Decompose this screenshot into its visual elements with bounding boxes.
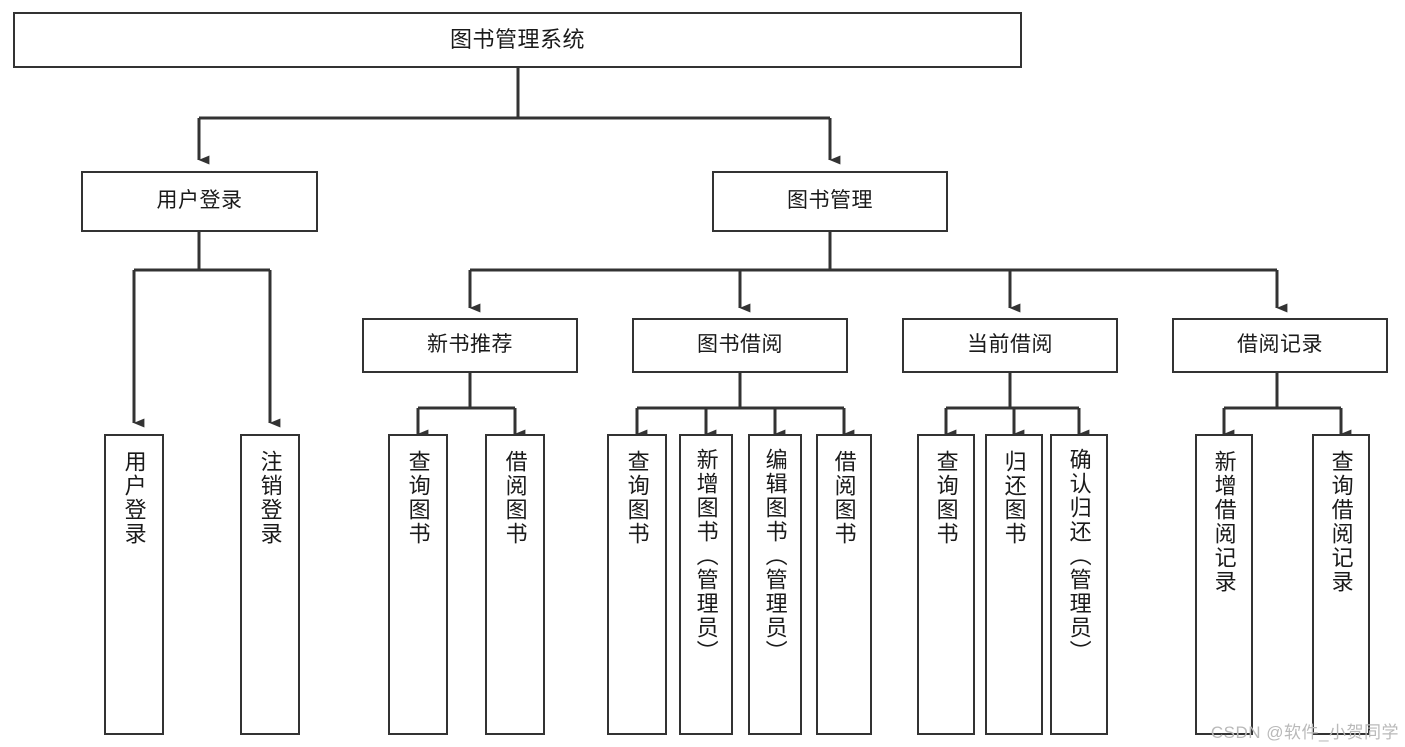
node-label: 借阅图书	[502, 450, 528, 546]
leaf-edit-book-admin[interactable]: 编辑图书（管理员）	[748, 434, 802, 735]
csdn-watermark: CSDN @软件_小贺同学	[1210, 723, 1399, 742]
leaf-add-book-admin[interactable]: 新增图书（管理员）	[679, 434, 733, 735]
node-book-management[interactable]: 图书管理	[712, 171, 948, 232]
node-label: 查询图书	[405, 450, 431, 546]
node-label: 新增图书（管理员）	[693, 448, 719, 664]
leaf-query-borrow-record[interactable]: 查询借阅记录	[1312, 434, 1370, 735]
node-label: 注销登录	[257, 450, 283, 546]
node-label: 图书管理系统	[449, 27, 585, 53]
node-label: 用户登录	[121, 450, 147, 546]
leaf-return-book[interactable]: 归还图书	[985, 434, 1043, 735]
node-new-book-recommend[interactable]: 新书推荐	[362, 318, 578, 373]
leaf-query-book-current[interactable]: 查询图书	[917, 434, 975, 735]
node-label: 借阅图书	[831, 450, 857, 546]
leaf-query-book-recommend[interactable]: 查询图书	[388, 434, 448, 735]
leaf-query-book-borrow[interactable]: 查询图书	[607, 434, 667, 735]
node-label: 归还图书	[1001, 450, 1027, 546]
node-label: 新增借阅记录	[1211, 450, 1237, 594]
node-label: 查询借阅记录	[1328, 450, 1354, 594]
node-root-book-management-system[interactable]: 图书管理系统	[13, 12, 1022, 68]
leaf-borrow-book[interactable]: 借阅图书	[816, 434, 872, 735]
node-book-borrow[interactable]: 图书借阅	[632, 318, 848, 373]
node-label: 新书推荐	[427, 333, 513, 357]
leaf-add-borrow-record[interactable]: 新增借阅记录	[1195, 434, 1253, 735]
node-label: 图书借阅	[697, 333, 783, 357]
leaf-user-login[interactable]: 用户登录	[104, 434, 164, 735]
node-current-borrow[interactable]: 当前借阅	[902, 318, 1118, 373]
node-label: 用户登录	[156, 189, 243, 213]
leaf-confirm-return-admin[interactable]: 确认归还（管理员）	[1050, 434, 1108, 735]
leaf-logout-login[interactable]: 注销登录	[240, 434, 300, 735]
node-label: 借阅记录	[1237, 333, 1323, 357]
node-label: 当前借阅	[967, 333, 1053, 357]
node-label: 编辑图书（管理员）	[762, 448, 788, 664]
node-borrow-record[interactable]: 借阅记录	[1172, 318, 1388, 373]
leaf-borrow-book-recommend[interactable]: 借阅图书	[485, 434, 545, 735]
node-label: 图书管理	[787, 189, 873, 213]
node-user-login[interactable]: 用户登录	[81, 171, 318, 232]
node-label: 确认归还（管理员）	[1066, 448, 1092, 664]
node-label: 查询图书	[624, 450, 650, 546]
node-label: 查询图书	[933, 450, 959, 546]
